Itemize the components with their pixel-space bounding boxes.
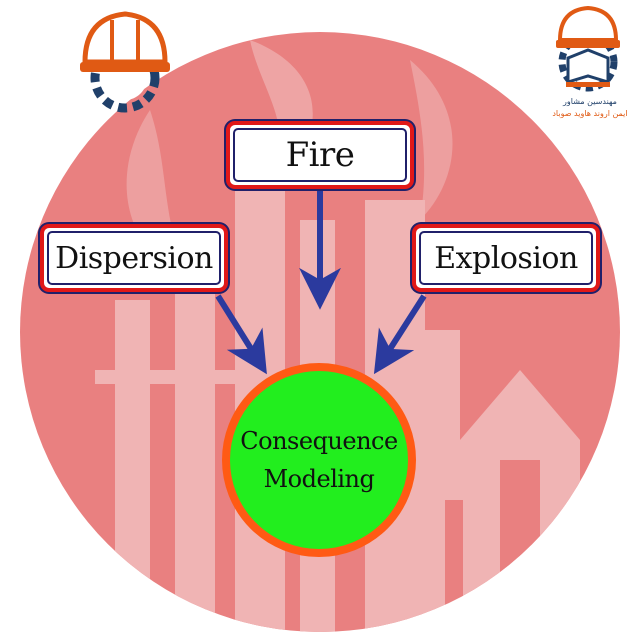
company-logo: [556, 5, 620, 92]
dispersion-label: Dispersion: [55, 240, 213, 276]
safety-helmet-gear-icon: [80, 11, 170, 113]
logo-line-2: ایمن اروند هاوید صوباد: [552, 109, 628, 118]
fire-box-inner-border: [233, 128, 407, 182]
arrow-explosion-to-center: [373, 294, 427, 375]
arrow-dispersion-to-center: [215, 294, 267, 375]
logo-line-1: مهندسین مشاور: [563, 97, 617, 106]
company-logo-text: مهندسین مشاور ایمن اروند هاوید صوباد: [550, 96, 630, 120]
fire-label: Fire: [285, 135, 355, 175]
explosion-box-inner-border: [419, 231, 593, 285]
center-label-line-2: Modeling: [263, 465, 375, 493]
explosion-box: Explosion: [412, 224, 600, 292]
center-label-line-1: Consequence: [240, 427, 398, 455]
fire-box: Fire: [226, 121, 414, 189]
consequence-modeling-circle: Consequence Modeling: [222, 363, 416, 557]
dispersion-box-inner-border: [47, 231, 221, 285]
explosion-label: Explosion: [434, 240, 578, 276]
dispersion-box: Dispersion: [40, 224, 228, 292]
